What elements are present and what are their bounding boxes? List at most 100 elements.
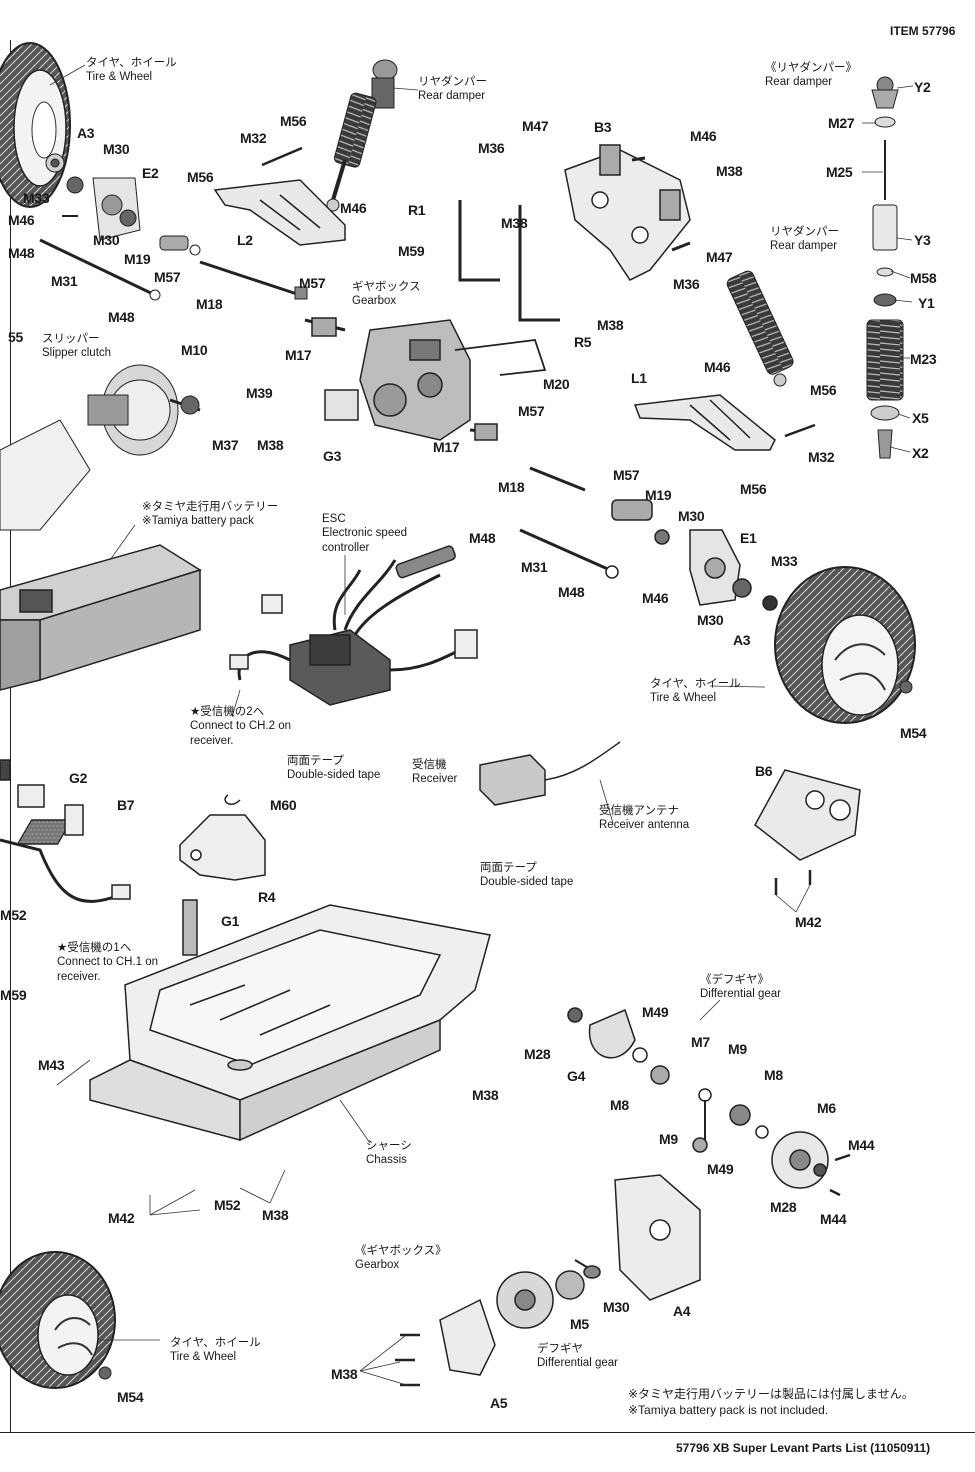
part-label-m49-2: M49 [707,1161,734,1177]
part-label-r1: R1 [408,202,426,218]
part-label-m33: M33 [23,190,50,206]
battery-not-included-note: ※タミヤ走行用バッテリーは製品には付属しません。 ※Tamiya battery… [628,1386,914,1418]
caption-jp: リヤダンパー [770,226,839,238]
caption-en: Rear damper [418,90,486,103]
caption-en: Chassis [366,1154,407,1167]
caption-jp: タイヤ、ホイール [650,678,741,690]
part-label-m20: M20 [543,376,570,392]
part-label-m43: M43 [38,1057,65,1073]
part-label-m52-2: M52 [214,1197,241,1213]
caption-tire-wheel-bottom-left: タイヤ、ホイール Tire & Wheel [170,1336,261,1365]
tire-wheel-top-left-drawing [0,42,71,208]
caption-jp: タイヤ、ホイール [86,57,177,69]
part-label-e2: E2 [142,165,159,181]
caption-en: Electronic speed [322,527,408,540]
caption-en: Tire & Wheel [86,71,153,84]
part-label-y3: Y3 [914,232,931,248]
page-frame-left-rule [10,40,11,1432]
part-label-a5: A5 [490,1395,508,1411]
part-label-m47: M47 [522,118,549,134]
part-label-m56-2: M56 [187,169,214,185]
part-label-m59: M59 [398,243,425,259]
caption-en-line2: controller [322,541,370,554]
caption-rear-damper-header: 《リヤダンパー》 Rear damper [765,61,857,90]
caption-en: Rear damper [765,76,833,89]
part-label-m30-3: M30 [678,508,705,524]
part-label-l2: L2 [237,232,253,248]
part-label-r5: R5 [574,334,592,350]
part-label-m30-2: M30 [93,232,120,248]
part-label-b3: B3 [594,119,612,135]
caption-slipper-clutch: スリッパー Slipper clutch [42,332,111,361]
caption-en: Receiver [412,773,458,786]
note-en: ※Tamiya battery pack is not included. [628,1403,829,1418]
part-label-m32: M32 [240,130,267,146]
part-label-m30-4: M30 [697,612,724,628]
caption-chassis: シャーシ Chassis [366,1139,412,1168]
caption-tire-wheel-top-left: タイヤ、ホイール Tire & Wheel [86,56,177,85]
part-label-m38-7: M38 [331,1366,358,1382]
caption-en: Gearbox [352,295,397,308]
caption-tire-wheel-middle-right: タイヤ、ホイール Tire & Wheel [650,677,741,706]
part-label-m37: M37 [212,437,239,453]
rear-damper-right-drawing [726,270,794,387]
part-label-m5: M5 [570,1316,589,1332]
part-label-m9: M9 [728,1041,747,1057]
caption-en: Gearbox [355,1259,400,1272]
caption-en: Double-sided tape [480,876,574,889]
part-label-m56: M56 [280,113,307,129]
caption-en: Tire & Wheel [650,692,717,705]
part-label-m28-2: M28 [770,1199,797,1215]
tire-wheel-middle-right-drawing [774,566,916,724]
caption-gearbox-header: 《ギヤボックス》 Gearbox [355,1244,447,1273]
part-label-m58: M58 [910,270,937,286]
caption-receiver-antenna: 受信機アンテナ Receiver antenna [599,804,689,833]
caption-jp: ★受信機の1へ [57,942,132,954]
part-label-m32-2: M32 [808,449,835,465]
differential-gear-drawing [567,1007,851,1197]
part-label-m6: M6 [817,1100,836,1116]
caption-en: Connect to CH.1 on [57,956,159,969]
part-label-55: 55 [8,329,23,345]
part-label-m17-2: M17 [433,439,460,455]
part-label-g4: G4 [567,1068,586,1084]
part-label-m44-2: M44 [820,1211,847,1227]
slipper-clutch-motor-drawing [0,364,201,531]
caption-jp: ESC [322,513,346,525]
part-label-e1: E1 [740,530,757,546]
part-label-x2: X2 [912,445,929,461]
parts-list-footer: 57796 XB Super Levant Parts List (110509… [676,1441,931,1455]
part-label-m27: M27 [828,115,855,131]
gearbox-bottom-drawing [395,1174,701,1387]
part-label-m46: M46 [8,212,35,228]
part-label-g2: G2 [69,770,88,786]
part-label-m28: M28 [524,1046,551,1062]
esc-drawing [229,545,478,706]
caption-en: Differential gear [537,1357,618,1370]
caption-double-sided-tape-1: 両面テープ Double-sided tape [287,754,380,783]
part-label-m30-5: M30 [603,1299,630,1315]
caption-jp: 両面テープ [287,755,344,767]
part-label-m38-6: M38 [262,1207,289,1223]
caption-en: Differential gear [700,988,781,1001]
suspension-arm-l1-drawing [633,394,816,451]
part-label-m7: M7 [691,1034,710,1050]
part-label-a3: A3 [77,125,95,141]
part-label-y2: Y2 [914,79,931,95]
caption-double-sided-tape-2: 両面テープ Double-sided tape [480,861,573,890]
part-label-m47-2: M47 [706,249,733,265]
part-label-m31: M31 [51,273,78,289]
caption-jp: 《ギヤボックス》 [355,1245,447,1257]
receiver-drawing [16,741,621,845]
caption-jp: スリッパー [42,333,100,345]
caption-jp: ギヤボックス [352,281,421,293]
part-label-m42-2: M42 [108,1210,135,1226]
caption-gearbox-center: ギヤボックス Gearbox [352,280,421,309]
part-label-b6: B6 [755,763,773,779]
part-label-m46-4: M46 [704,359,731,375]
damper-stay-b3-drawing [564,144,691,281]
caption-connect-ch2: ★受信機の2へ Connect to CH.2 on receiver. [190,705,291,748]
part-label-m25: M25 [826,164,853,180]
part-label-m48-4: M48 [558,584,585,600]
